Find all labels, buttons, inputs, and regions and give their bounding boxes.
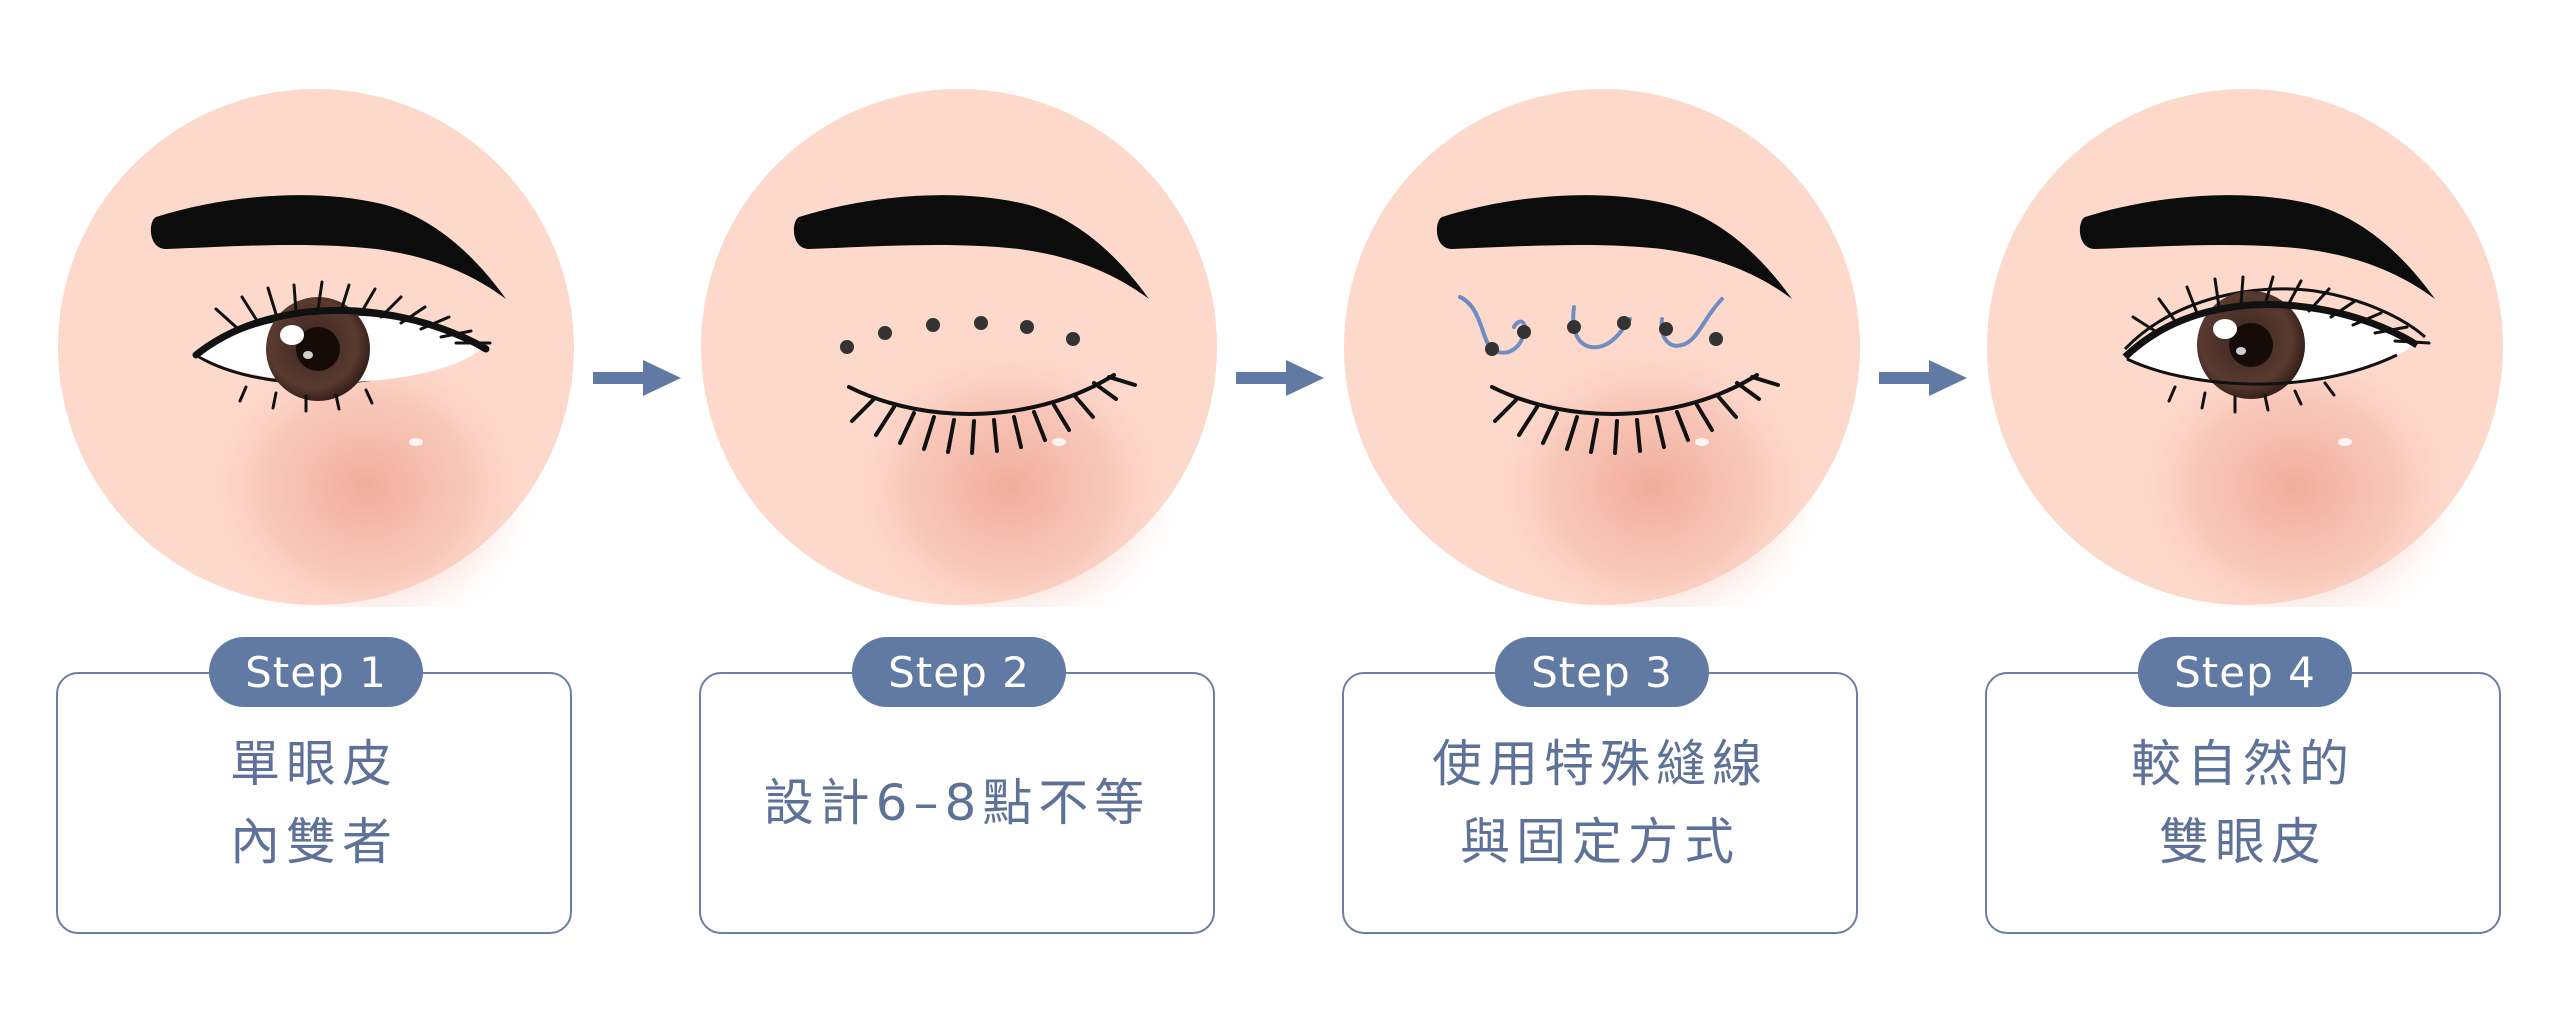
step-1: Step 1 單眼皮 內雙者 [56, 0, 576, 1024]
arrow-right-icon [1236, 360, 1324, 396]
closed-eye-with-dots-illustration [699, 87, 1219, 607]
step-3: Step 3 使用特殊縫線 與固定方式 [1342, 0, 1862, 1024]
step-caption: 設計6–8點不等 [699, 672, 1215, 934]
step-4: Step 4 較自然的 雙眼皮 [1985, 0, 2505, 1024]
step-caption: 較自然的 雙眼皮 [1985, 672, 2501, 934]
arrow-right-icon [1879, 360, 1967, 396]
arrow-right-icon [593, 360, 681, 396]
step-badge: Step 1 [209, 637, 423, 707]
caption-line: 較自然的 [2131, 735, 2355, 793]
closed-eye-with-sutures-illustration [1342, 87, 1862, 607]
double-eyelid-illustration [1985, 87, 2505, 607]
caption-box [699, 672, 1215, 934]
step-badge: Step 3 [1495, 637, 1709, 707]
step-badge: Step 2 [852, 637, 1066, 707]
step-caption: 使用特殊縫線 與固定方式 [1342, 672, 1858, 934]
caption-line: 雙眼皮 [2159, 813, 2327, 871]
step-badge: Step 4 [2138, 637, 2352, 707]
caption-line: 單眼皮 [230, 735, 398, 793]
step-2: Step 2 設計6–8點不等 [699, 0, 1219, 1024]
caption-line: 與固定方式 [1460, 813, 1740, 871]
caption-line: 設計6–8點不等 [763, 774, 1151, 832]
caption-line: 使用特殊縫線 [1432, 735, 1768, 793]
single-eyelid-illustration [56, 87, 576, 607]
step-caption: 單眼皮 內雙者 [56, 672, 572, 934]
caption-box [56, 672, 572, 934]
caption-line: 內雙者 [230, 813, 398, 871]
caption-box [1342, 672, 1858, 934]
